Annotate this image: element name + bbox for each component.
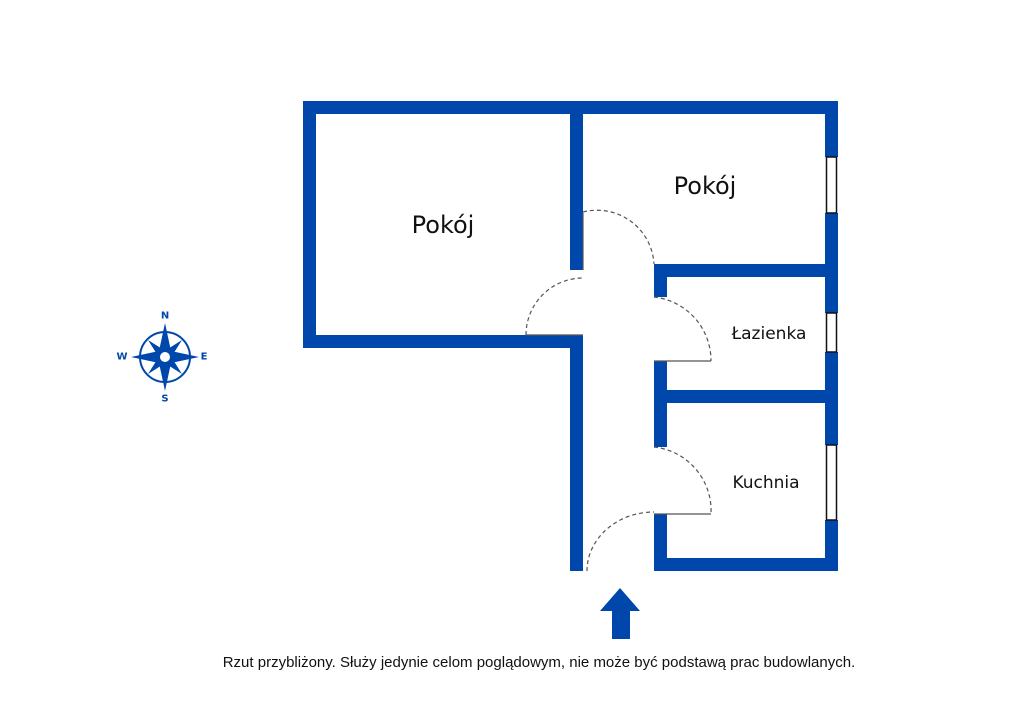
window-kitchen [825,444,838,521]
door-entrance-swing [586,511,655,572]
wall-kitchen-bottom [654,558,838,571]
walls [303,101,838,571]
room-label-lazienka: Łazienka [731,324,807,344]
compass-east-label: E [200,351,208,363]
wall-room-divider [570,101,583,270]
door-room1-swing [525,277,584,336]
room-label-kuchnia: Kuchnia [732,473,800,493]
wall-room1-bottom [303,335,583,348]
compass-west-label: W [116,351,128,363]
wall-bathroom-top [654,264,838,277]
wall-bathroom-left-1 [654,264,667,297]
disclaimer-text: Rzut przybliżony. Służy jedynie celom po… [222,654,856,671]
window-bathroom [825,312,838,353]
wall-left [303,101,316,348]
door-room2-swing [582,209,655,265]
wall-corridor-left [570,335,583,571]
wall-right-2 [825,213,838,313]
door-kitchen-swing [653,446,712,515]
door-bathroom-swing [653,296,712,362]
wall-kitchen-top [654,390,838,403]
wall-right-1 [825,101,838,157]
room-label-pokoj-1: Pokój [411,211,475,239]
wall-kitchen-left [654,514,667,571]
wall-bathroom-left-2 [654,361,667,447]
room-label-pokoj-2: Pokój [673,172,737,200]
arrow-up-icon [600,588,640,639]
compass-north-label: N [160,310,170,322]
compass-south-label: S [161,393,169,405]
window-room2 [825,156,838,214]
compass-icon [131,323,199,391]
